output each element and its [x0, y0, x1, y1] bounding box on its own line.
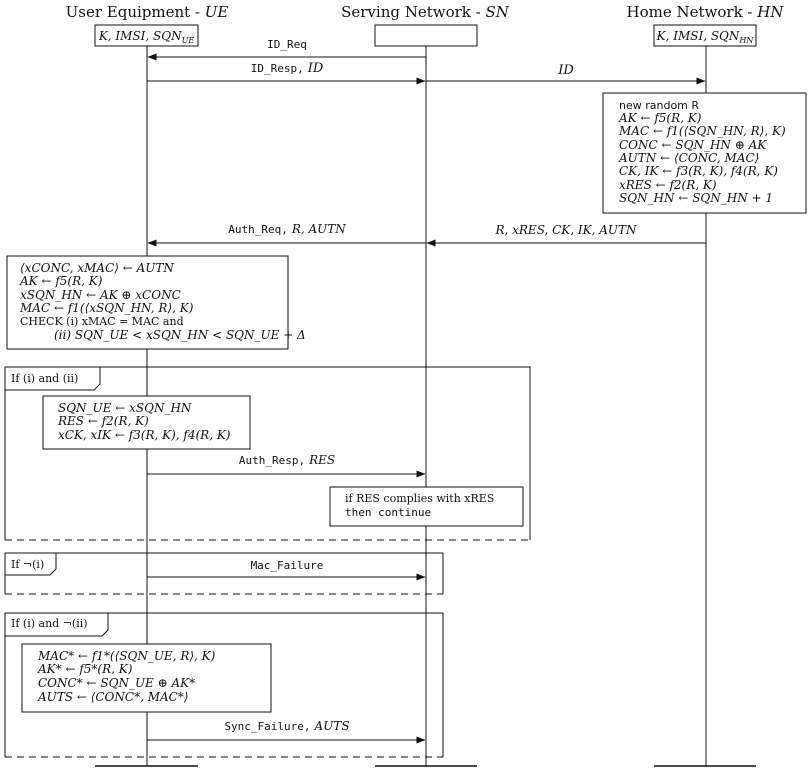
ue-resync-line: AK* ← f5*(R, K)	[37, 662, 133, 676]
hn-header-name: Home Network -	[627, 3, 758, 21]
hn-state-text: K, IMSI, SQNHN	[656, 29, 755, 45]
ue-header-abbr: UE	[205, 3, 229, 21]
ue-check-line: ⟨xCONC, xMAC⟩ ← AUTN	[20, 261, 174, 275]
frame-success-label: If (i) and (ii)	[11, 372, 78, 385]
ue-state-text: K, IMSI, SQNUE	[98, 29, 195, 45]
ue-update-line: xCK, xIK ← f3(R, K), f4(R, K)	[58, 428, 231, 442]
ue-resync-line: CONC* ← SQN_UE ⊕ AK*	[38, 676, 195, 690]
ue-check-line: (ii) SQN_UE < xSQN_HN < SQN_UE + Δ	[54, 328, 306, 342]
ue-update-line: SQN_UE ← xSQN_HN	[58, 401, 192, 415]
frame-mac-failure-label: If ¬(i)	[11, 558, 44, 571]
sn-check-line: then continue	[345, 506, 431, 519]
hn-to-sn-label: R, xRES, CK, IK, AUTN	[494, 223, 637, 237]
hn-header-abbr: HN	[756, 3, 784, 21]
hn-compute-line: xRES ← f2(R, K)	[619, 178, 717, 192]
sn-state-box	[374, 24, 478, 47]
sn-check-box	[329, 486, 524, 527]
auth-req-label: Auth_Req,R, AUTN	[228, 222, 346, 236]
frame-sync-failure-label: If (i) and ¬(ii)	[11, 617, 88, 630]
hn-compute-line: SQN_HN ← SQN_HN + 1	[619, 191, 773, 205]
hn-compute-line: MAC ← f1(⟨SQN_HN, R⟩, K)	[618, 124, 786, 138]
hn-state-box	[653, 24, 757, 47]
auth-resp-label: Auth_Resp,RES	[239, 453, 335, 467]
hn-header: Home Network - HN	[627, 3, 785, 21]
ue-update-line: RES ← f2(R, K)	[57, 414, 149, 428]
ue-header: User Equipment - UE	[66, 3, 229, 21]
hn-compute-line: new random R	[619, 99, 699, 112]
frame-success: If (i) and (ii)	[4, 366, 531, 541]
hn-compute-box	[602, 92, 807, 214]
frame-mac-failure: If ¬(i)	[4, 552, 444, 595]
ue-check-line: AK ← f5(R, K)	[19, 274, 103, 288]
ue-resync-line: AUTS ← ⟨CONC*, MAC*⟩	[37, 690, 189, 704]
id-resp-label: ID_Resp,ID	[251, 61, 324, 76]
id-req-label: ID_Req	[267, 38, 307, 51]
sn-header: Serving Network - SN	[341, 3, 510, 21]
mac-failure-label: Mac_Failure	[251, 559, 324, 572]
sn-header-abbr: SN	[485, 3, 509, 21]
ue-check-box	[6, 255, 289, 350]
ue-header-name: User Equipment -	[66, 3, 205, 21]
hn-compute-line: CK, IK ← f3(R, K), f4(R, K)	[619, 164, 778, 178]
sn-header-name: Serving Network -	[341, 3, 485, 21]
ue-update-box	[42, 395, 251, 450]
ue-resync-line: MAC* ← f1*(⟨SQN_UE, R⟩, K)	[37, 649, 216, 663]
ue-check-line: xSQN_HN ← AK ⊕ xCONC	[20, 288, 181, 302]
hn-compute-line: CONC ← SQN_HN ⊕ AK	[619, 138, 767, 152]
sync-failure-label: Sync_Failure,AUTS	[224, 719, 349, 733]
sn-check-line: if RES complies with xRES	[345, 492, 494, 505]
ue-check-line: CHECK (i) xMAC = MAC and	[20, 315, 184, 328]
hn-compute-line: AUTN ← ⟨CONC, MAC⟩	[618, 151, 759, 165]
frame-sync-failure: If (i) and ¬(ii)	[4, 612, 444, 758]
ue-check-line: MAC ← f1(⟨xSQN_HN, R⟩, K)	[19, 301, 194, 315]
id-forward-label: ID	[557, 63, 574, 78]
ue-resync-box	[21, 643, 272, 713]
hn-compute-line: AK ← f5(R, K)	[618, 111, 702, 125]
